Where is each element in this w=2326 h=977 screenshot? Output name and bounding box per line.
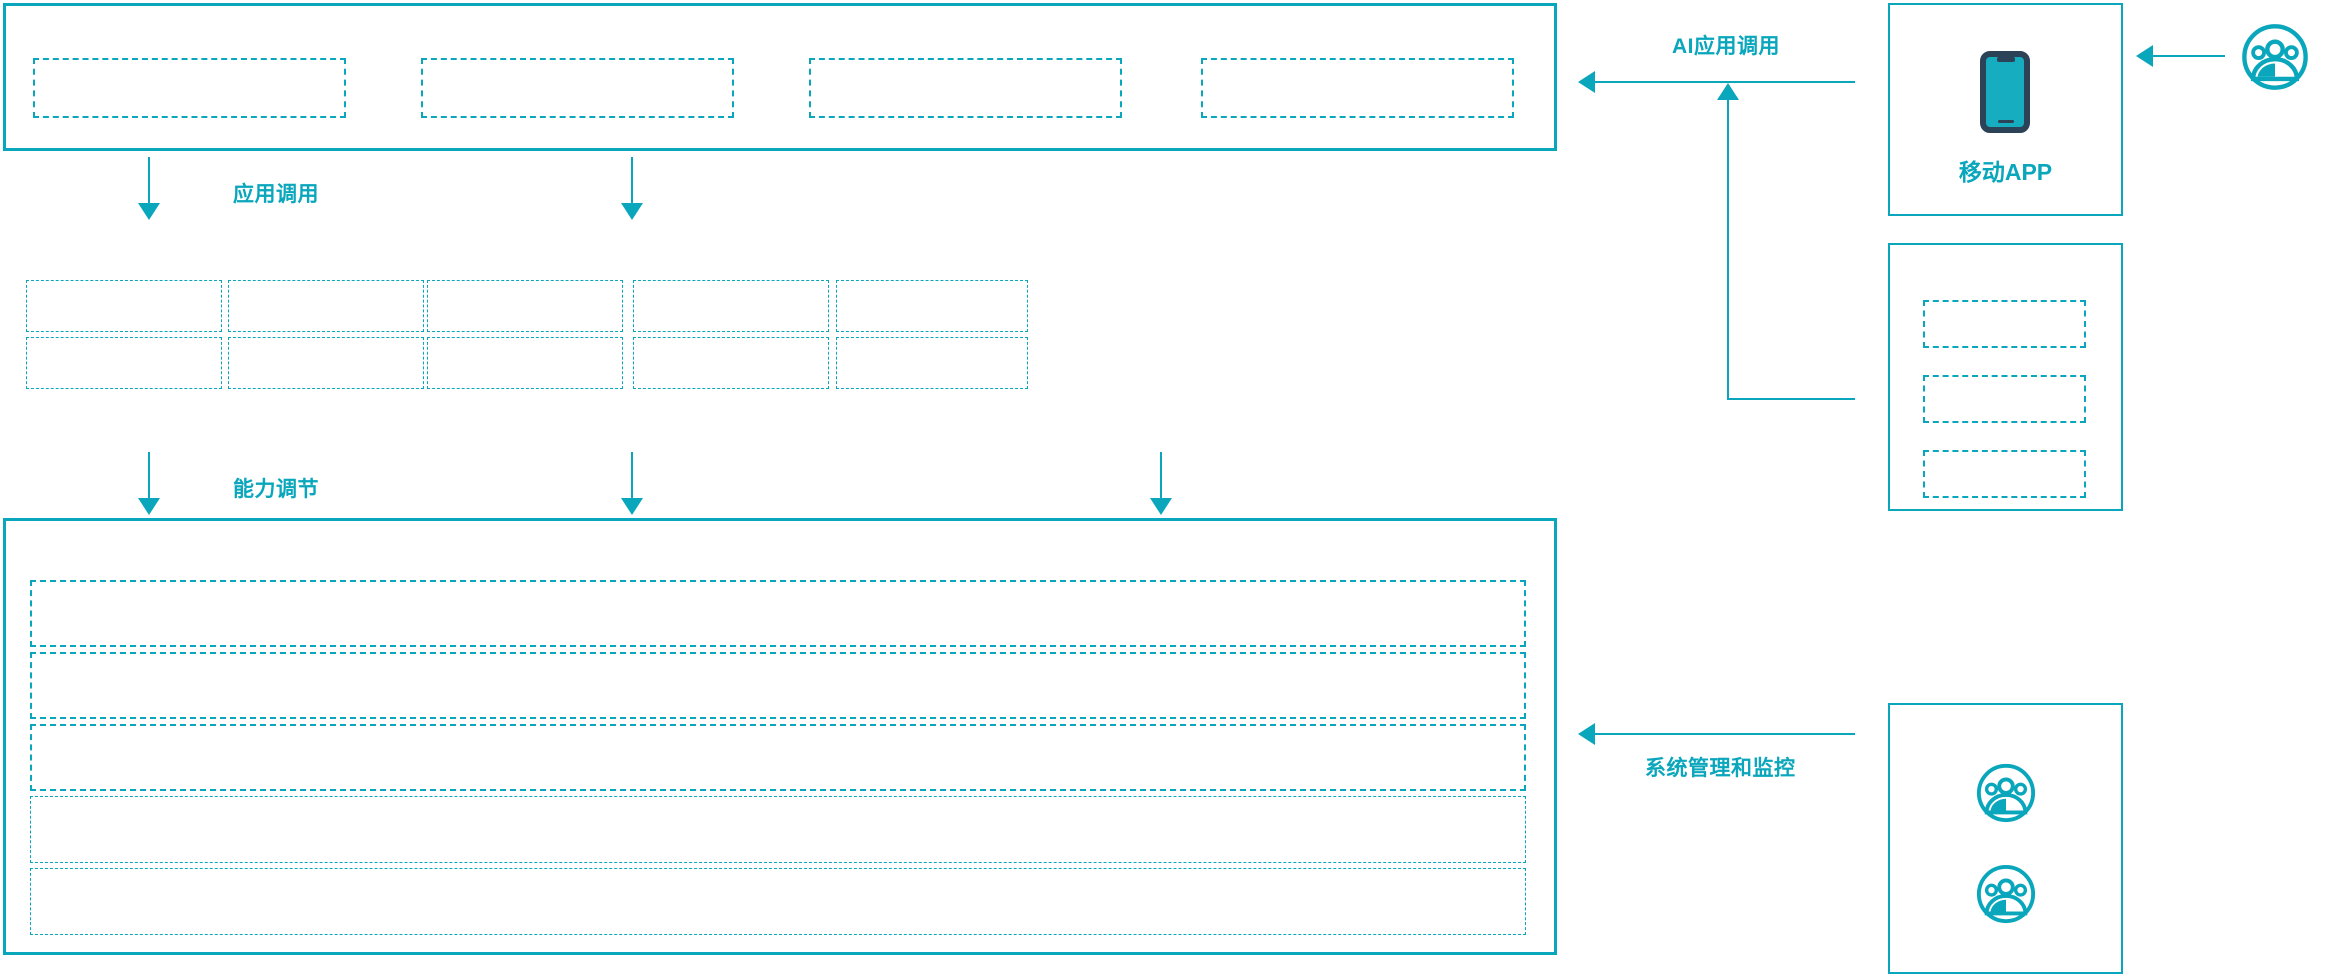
- application-layer-slot-1[interactable]: [33, 58, 346, 118]
- channel-card-slot-2[interactable]: [1923, 375, 2086, 423]
- capability-slot-r1c2[interactable]: [228, 280, 424, 332]
- app-invoke-connector-1: [148, 157, 150, 205]
- app-invoke-arrow-1: [138, 203, 160, 220]
- user-group-icon-operator-2: [1975, 863, 2037, 925]
- capability-adjust-label: 能力调节: [233, 478, 319, 501]
- ai-app-invoke-label: AI应用调用: [1672, 35, 1780, 58]
- app-invoke-connector-2: [631, 157, 633, 205]
- channel-card-slot-3[interactable]: [1923, 450, 2086, 498]
- channel-card-slot-1[interactable]: [1923, 300, 2086, 348]
- capability-slot-r2c2[interactable]: [228, 337, 424, 389]
- platform-layer-slot-4[interactable]: [30, 796, 1526, 863]
- app-invoke-arrow-2: [621, 203, 643, 220]
- system-admin-horizontal: [1595, 733, 1855, 735]
- operator-card[interactable]: [1888, 703, 2123, 974]
- capability-slot-r2c1[interactable]: [26, 337, 222, 389]
- smartphone-icon: [1978, 50, 2038, 135]
- user-group-icon-operator-1: [1975, 762, 2037, 824]
- capability-adjust-arrow-2: [621, 498, 643, 515]
- ai-app-invoke-arrow-up: [1717, 83, 1739, 100]
- capability-adjust-connector-3: [1160, 452, 1162, 500]
- mobile-app-card[interactable]: 移动APP: [1888, 3, 2123, 216]
- platform-layer-slot-2[interactable]: [30, 652, 1526, 719]
- platform-layer-slot-3[interactable]: [30, 724, 1526, 791]
- app-invoke-label: 应用调用: [233, 183, 319, 206]
- capability-slot-r1c4[interactable]: [633, 280, 829, 332]
- end-user-arrow: [2136, 45, 2153, 67]
- capability-adjust-connector-1: [148, 452, 150, 500]
- ai-app-invoke-elbow: [1727, 398, 1855, 400]
- capability-slot-r2c3[interactable]: [427, 337, 623, 389]
- ai-app-invoke-vertical: [1727, 100, 1729, 400]
- application-layer-slot-4[interactable]: [1201, 58, 1514, 118]
- platform-layer-slot-5[interactable]: [30, 868, 1526, 935]
- end-user-actor[interactable]: [2240, 22, 2310, 92]
- platform-layer-slot-1[interactable]: [30, 580, 1526, 647]
- system-admin-label: 系统管理和监控: [1645, 757, 1796, 780]
- capability-slot-r2c4[interactable]: [633, 337, 829, 389]
- ai-app-invoke-arrow: [1578, 71, 1595, 93]
- application-layer-slot-3[interactable]: [809, 58, 1122, 118]
- capability-adjust-arrow-1: [138, 498, 160, 515]
- capability-slot-r1c5[interactable]: [836, 280, 1028, 332]
- ai-app-invoke-horizontal: [1595, 81, 1855, 83]
- capability-adjust-connector-2: [631, 452, 633, 500]
- application-layer-slot-2[interactable]: [421, 58, 734, 118]
- capability-adjust-arrow-3: [1150, 498, 1172, 515]
- capability-slot-r1c1[interactable]: [26, 280, 222, 332]
- end-user-connector: [2153, 55, 2225, 57]
- system-admin-arrow: [1578, 723, 1595, 745]
- capability-slot-r2c5[interactable]: [836, 337, 1028, 389]
- capability-slot-r1c3[interactable]: [427, 280, 623, 332]
- mobile-app-card-label: 移动APP: [1958, 159, 2053, 185]
